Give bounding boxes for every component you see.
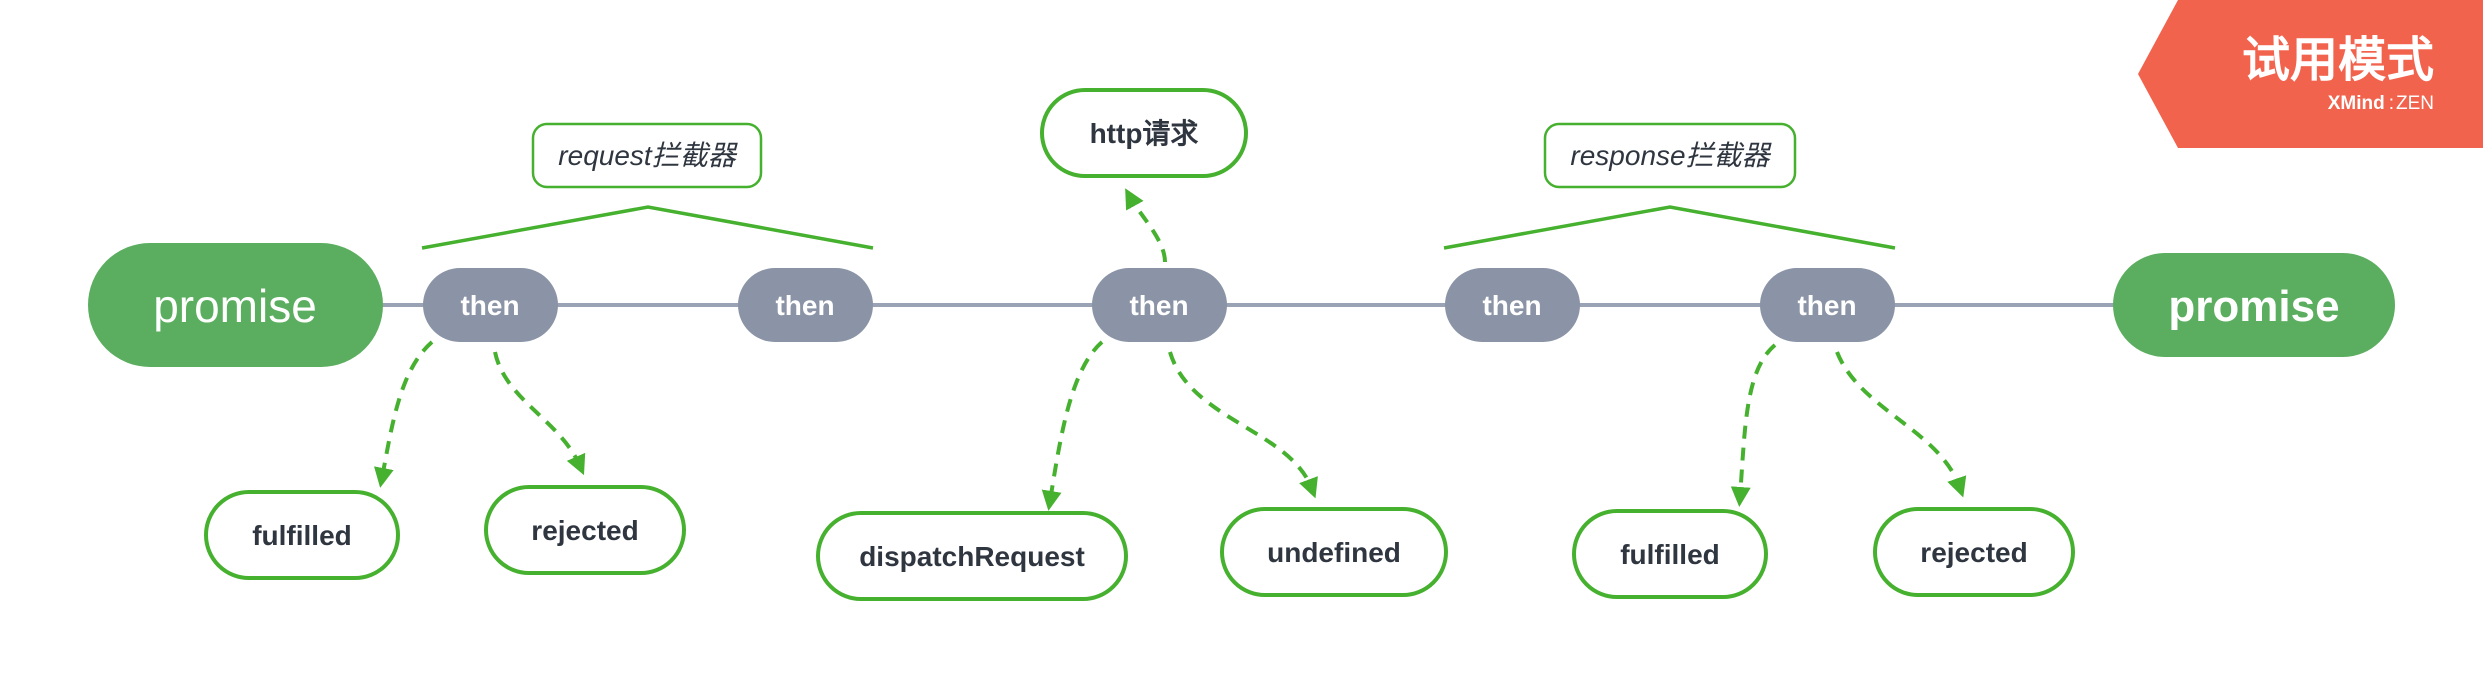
request-interceptor-label: request拦截器 xyxy=(558,140,738,171)
end-promise-node[interactable]: promise xyxy=(2113,253,2395,357)
arrow-then3-dispatch xyxy=(1041,340,1104,511)
arrow-then5-fulfilled xyxy=(1730,343,1777,507)
undefined-node[interactable]: undefined xyxy=(1220,507,1448,597)
trial-watermark-badge: 试用模式 XMind:ZEN xyxy=(2138,0,2483,148)
request-bracket xyxy=(421,205,874,250)
then-label: then xyxy=(460,290,519,321)
then-node-1[interactable]: then xyxy=(423,268,558,342)
dispatch-request-label: dispatchRequest xyxy=(859,541,1085,572)
start-promise-node[interactable]: promise xyxy=(88,243,383,367)
arrow-then3-undefined xyxy=(1168,351,1318,499)
response-interceptor-box[interactable] xyxy=(1543,122,1797,189)
arrow-then1-rejected xyxy=(493,351,586,476)
then-node-4[interactable]: then xyxy=(1445,268,1580,342)
request-interceptor-box[interactable] xyxy=(531,122,763,189)
start-promise-label: promise xyxy=(153,280,317,332)
then-label: then xyxy=(1482,290,1541,321)
response-bracket xyxy=(1443,205,1896,250)
rejected-label: rejected xyxy=(531,515,638,546)
rejected-node-1[interactable]: rejected xyxy=(484,485,686,575)
then-label: then xyxy=(1129,290,1188,321)
fulfilled-node-2[interactable]: fulfilled xyxy=(1572,509,1768,599)
fulfilled-label: fulfilled xyxy=(252,520,352,551)
badge-shape xyxy=(2138,0,2483,148)
then-node-3[interactable]: then xyxy=(1092,268,1227,342)
then-label: then xyxy=(775,290,834,321)
then-node-2[interactable]: then xyxy=(738,268,873,342)
fulfilled-node-1[interactable]: fulfilled xyxy=(204,490,400,580)
rejected-node-2[interactable]: rejected xyxy=(1873,507,2075,597)
rejected-label: rejected xyxy=(1920,537,2027,568)
arrow-then5-rejected xyxy=(1835,351,1967,498)
brand-xmind: XMind xyxy=(2328,93,2385,114)
then-node-5[interactable]: then xyxy=(1760,268,1895,342)
arrow-then1-fulfilled xyxy=(374,340,434,488)
dashed-arrows xyxy=(374,188,1967,511)
response-interceptor-label: response拦截器 xyxy=(1570,140,1772,171)
request-interceptor-group: request拦截器 xyxy=(421,122,874,250)
xmind-zen-brand: XMind:ZEN xyxy=(2328,93,2434,114)
brand-zen: ZEN xyxy=(2396,93,2434,114)
trial-mode-text: 试用模式 xyxy=(2242,34,2434,87)
fulfilled-label: fulfilled xyxy=(1620,539,1720,570)
undefined-label: undefined xyxy=(1267,537,1401,568)
dispatch-request-node[interactable]: dispatchRequest xyxy=(816,511,1128,601)
end-promise-label: promise xyxy=(2168,282,2339,331)
brand-separator: : xyxy=(2389,93,2394,114)
response-interceptor-group: response拦截器 xyxy=(1443,122,1896,250)
then-label: then xyxy=(1797,290,1856,321)
http-request-label: http请求 xyxy=(1090,118,1199,149)
http-request-node[interactable]: http请求 xyxy=(1040,88,1248,178)
arrow-then3-http xyxy=(1125,188,1167,263)
